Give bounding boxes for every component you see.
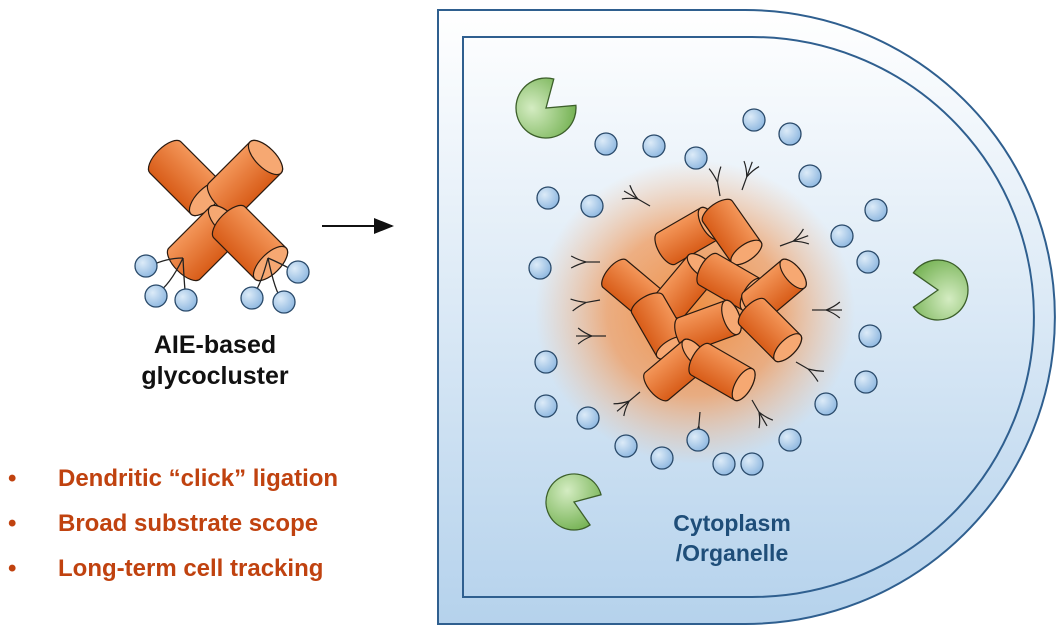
dendrite-branch (570, 255, 600, 269)
cell-inner-membrane (462, 36, 1035, 598)
dendrite-branch (708, 166, 722, 197)
feature-text: Dendritic “click” ligation (58, 465, 339, 492)
dendrite-branch (795, 361, 824, 382)
feature-text: Broad substrate scope (58, 510, 319, 537)
sugar-bead-icon (528, 256, 552, 280)
sugar-bead-icon (536, 186, 560, 210)
sugar-bead-icon (830, 224, 854, 248)
glycocluster-molecule (134, 139, 310, 314)
lectins (515, 77, 969, 531)
dendrite-branch (576, 327, 606, 345)
sugar-bead-icon (814, 392, 838, 416)
bullet: • (8, 465, 17, 492)
sugar-bead-icon (686, 428, 710, 452)
sugar-bead-icon (778, 122, 802, 146)
sugar-bead-icon (580, 194, 604, 218)
sugar-bead-icon (272, 290, 296, 314)
sugar-bead-icon (534, 350, 558, 374)
compartment-line-2: /Organelle (675, 540, 789, 566)
sugar-bead-icon (712, 452, 736, 476)
lectin-pacman-icon (545, 473, 602, 531)
sugar-bead-icon (742, 108, 766, 132)
compartment-line-1: Cytoplasm (673, 510, 791, 536)
feature-text: Long-term cell tracking (58, 555, 324, 582)
dendrite-branch (613, 391, 641, 417)
sugar-bead-icon (240, 286, 264, 310)
dendrite-branch (751, 399, 774, 429)
bullet: • (8, 555, 17, 582)
sugar-bead-icon (642, 134, 666, 158)
sugar-bead-icon (740, 452, 764, 476)
caption-line-1: AIE-based (153, 331, 277, 359)
cylinder-icon (674, 299, 742, 353)
sugar-bead-icon (684, 146, 708, 170)
cylinder-icon (737, 297, 803, 363)
sugar-bead-icon (614, 434, 638, 458)
sugar-bead-icon (650, 446, 674, 470)
sugar-bead-icon (864, 198, 888, 222)
sugar-beads (528, 108, 888, 476)
sugar-bead-icon (856, 250, 880, 274)
cylinder-icon (688, 342, 756, 402)
sugar-bead-icon (134, 254, 158, 278)
sugar-bead-icon (594, 132, 618, 156)
dendrite-branch (812, 301, 842, 319)
compartment-label: Cytoplasm /Organelle (612, 508, 852, 568)
sugar-bead-icon (174, 288, 198, 312)
sugar-bead-icon (778, 428, 802, 452)
dendrite-branch (779, 228, 810, 247)
sugar-bead-icon (576, 406, 600, 430)
sugar-bead-icon (858, 324, 882, 348)
dendrite-branch (621, 184, 651, 207)
molecule-caption: AIE-based glycocluster (130, 330, 300, 392)
dendrite-branch (570, 298, 601, 312)
sugar-bead-icon (534, 394, 558, 418)
sugar-bead-icon (798, 164, 822, 188)
cylinder-icon (206, 139, 284, 217)
lectin-pacman-icon (912, 259, 969, 321)
caption-line-2: glycocluster (141, 362, 289, 390)
dendrite-branch (741, 160, 760, 191)
sugar-bead-icon (144, 284, 168, 308)
sugar-bead-icon (286, 260, 310, 284)
lectin-pacman-icon (515, 77, 577, 139)
sugar-bead-icon (854, 370, 878, 394)
aggregated-glycocluster (570, 160, 842, 442)
bullet: • (8, 510, 17, 537)
